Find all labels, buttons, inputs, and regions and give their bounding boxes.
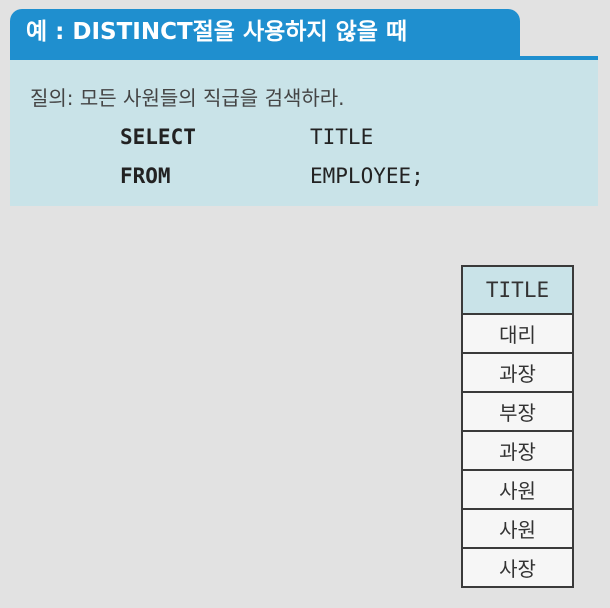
title-underline bbox=[10, 56, 598, 60]
query-box: 질의: 모든 사원들의 직급을 검색하라. SELECT TITLE FROM … bbox=[10, 60, 598, 206]
table-cell: 사장 bbox=[461, 547, 574, 588]
select-keyword: SELECT bbox=[120, 125, 196, 149]
column-header-title: TITLE bbox=[461, 265, 574, 315]
table-row: 사원 bbox=[461, 508, 574, 549]
table-row: 사장 bbox=[461, 547, 574, 588]
example-title: 예 : DISTINCT절을 사용하지 않을 때 bbox=[10, 9, 520, 56]
result-table: TITLE 대리 과장 부장 과장 사원 사원 사장 bbox=[461, 265, 574, 588]
table-cell: 사원 bbox=[461, 508, 574, 549]
table-cell: 과장 bbox=[461, 430, 574, 471]
table-row: 부장 bbox=[461, 391, 574, 432]
table-cell: 부장 bbox=[461, 391, 574, 432]
table-header-row: TITLE bbox=[461, 265, 574, 315]
table-cell: 과장 bbox=[461, 352, 574, 393]
table-row: 과장 bbox=[461, 352, 574, 393]
select-value: TITLE bbox=[310, 125, 374, 149]
query-question: 질의: 모든 사원들의 직급을 검색하라. bbox=[30, 86, 345, 110]
table-row: 과장 bbox=[461, 430, 574, 471]
table-cell: 사원 bbox=[461, 469, 574, 510]
table-row: 대리 bbox=[461, 313, 574, 354]
from-keyword: FROM bbox=[120, 164, 171, 188]
table-row: 사원 bbox=[461, 469, 574, 510]
from-value: EMPLOYEE; bbox=[310, 164, 424, 188]
table-cell: 대리 bbox=[461, 313, 574, 354]
